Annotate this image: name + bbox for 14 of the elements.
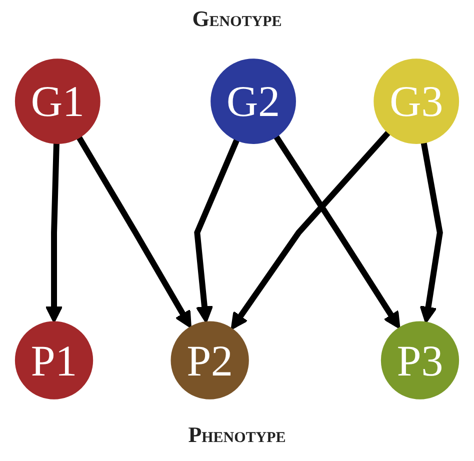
- arrow: [194, 138, 240, 324]
- arrow: [45, 142, 63, 324]
- node-circle: G2: [210, 58, 296, 144]
- node-circle: G1: [14, 58, 100, 144]
- node-circle: P3: [380, 321, 460, 400]
- arrow: [420, 142, 443, 324]
- arrow: [76, 136, 192, 328]
- arrow: [273, 134, 400, 330]
- diagram-title: Genotype: [192, 6, 282, 31]
- node-circle: P2: [170, 321, 249, 400]
- node-circle: P1: [14, 321, 94, 400]
- node-circle: G3: [374, 58, 460, 144]
- diagram-caption: Phenotype: [188, 422, 286, 447]
- arrow: [230, 130, 391, 330]
